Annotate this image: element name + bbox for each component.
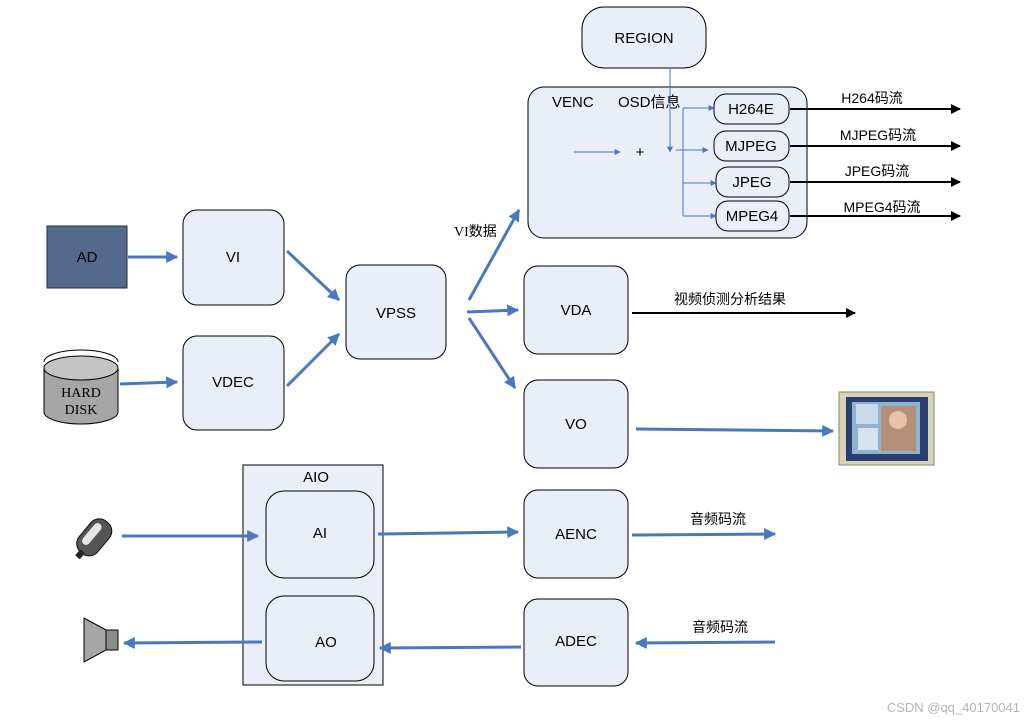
aenc-stream-label: 音频码流 — [690, 511, 746, 527]
ai-label: AI — [313, 525, 327, 542]
ao-box — [265, 595, 375, 682]
ai-box — [265, 490, 375, 579]
mjpeg-stream-label: MJPEG码流 — [840, 127, 916, 143]
vo-box — [523, 379, 629, 469]
adec-box — [523, 598, 629, 687]
jpeg-label: JPEG — [732, 174, 771, 191]
vpss-label: VPSS — [376, 305, 416, 322]
microphone-icon — [75, 518, 113, 560]
ai-to-aenc-arrow — [377, 526, 520, 539]
aenc-box — [523, 489, 629, 579]
vi-box — [182, 209, 285, 306]
vdec-label: VDEC — [212, 374, 254, 391]
region-label: REGION — [614, 30, 673, 47]
vda-label: VDA — [561, 302, 592, 319]
osd-plus-sign: + — [636, 144, 645, 161]
jpeg-stream-label: JPEG码流 — [845, 163, 910, 179]
jpeg-box — [715, 166, 790, 198]
vpss-to-vo-arrow — [467, 317, 517, 390]
vpss-to-venc-arrow — [467, 208, 521, 301]
hard-disk-label-line2: DISK — [65, 403, 98, 418]
adec-stream-label: 音频码流 — [692, 619, 748, 635]
vpss-to-vda-arrow — [466, 304, 520, 317]
mjpeg-box — [713, 130, 790, 162]
watermark: CSDN @qq_40170041 — [887, 700, 1020, 715]
venc-label: VENC — [552, 94, 594, 111]
ao-to-speaker-arrow — [122, 636, 263, 649]
vi-label: VI — [226, 249, 240, 266]
h264-stream-label: H264码流 — [841, 90, 902, 106]
aenc-output-arrow — [631, 528, 777, 541]
ao-label: AO — [315, 634, 337, 651]
mpeg4-stream-label: MPEG4码流 — [843, 199, 920, 215]
aio-label: AIO — [303, 469, 329, 486]
vo-to-monitor-arrow — [635, 424, 835, 437]
vo-label: VO — [565, 416, 587, 433]
vdec-to-vpss-arrow — [285, 332, 341, 388]
adec-to-ao-arrow — [378, 641, 522, 654]
osd-label: OSD信息 — [618, 94, 681, 111]
h264e-box — [713, 93, 790, 125]
speaker-icon — [83, 617, 119, 663]
monitor-icon — [838, 391, 935, 466]
vda-result-label: 视频侦测分析结果 — [674, 291, 786, 307]
venc-box — [527, 86, 808, 239]
mpeg4-box — [715, 200, 790, 232]
vpss-box — [345, 264, 447, 360]
mpeg4-label: MPEG4 — [726, 208, 779, 225]
vi-data-label: VI数据 — [454, 224, 497, 240]
vi-to-vpss-arrow — [285, 249, 341, 302]
hard-disk-icon — [43, 349, 119, 425]
adec-label: ADEC — [555, 633, 597, 650]
h264e-label: H264E — [728, 101, 774, 118]
ad-label: AD — [77, 249, 98, 266]
vda-box — [523, 265, 629, 355]
ad-box — [46, 225, 128, 289]
disk-to-vdec-arrow — [119, 376, 179, 389]
mjpeg-label: MJPEG — [725, 138, 777, 155]
aenc-label: AENC — [555, 526, 597, 543]
adec-input-arrow — [634, 636, 776, 649]
hard-disk-label-line1: HARD — [61, 386, 101, 401]
vdec-box — [182, 335, 285, 431]
region-box — [581, 6, 707, 69]
